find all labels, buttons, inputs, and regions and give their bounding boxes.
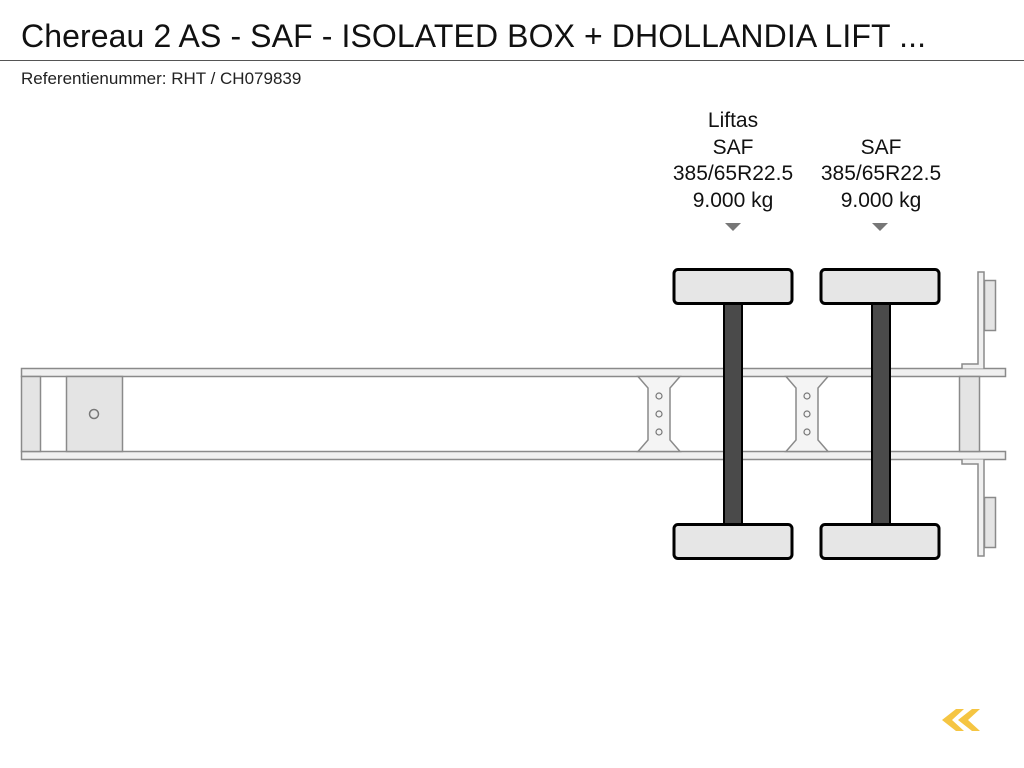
rear-light-left [983, 279, 997, 332]
axle-1-brand: SAF [712, 135, 754, 159]
axle-2-brand: SAF [860, 135, 902, 159]
triangle-down-icon [872, 223, 888, 231]
axle-1-tire: 385/65R22.5 [672, 162, 794, 185]
front-crossmember [20, 375, 42, 453]
axle-2-tire: 385/65R22.5 [820, 162, 942, 185]
suspension-bracket-2 [784, 375, 830, 453]
axle-1 [672, 268, 794, 560]
axle-1-type: Liftas [707, 109, 759, 132]
axle-2-load: 9.000 kg [840, 188, 922, 212]
axle-2-label: SAF 385/65R22.5 9.000 kg [806, 135, 956, 215]
axle-beam [723, 301, 743, 527]
axle-beam [871, 301, 891, 527]
axle-1-load: 9.000 kg [692, 188, 774, 212]
title-divider [0, 60, 1024, 61]
wheel-left [672, 268, 794, 305]
double-chevron-left-icon [942, 709, 980, 731]
kingpin-plate [65, 375, 124, 453]
rear-bumper [958, 271, 997, 557]
wheel-left [819, 268, 941, 305]
suspension-bracket-1 [636, 375, 682, 453]
kingpin-icon [88, 408, 100, 420]
triangle-down-icon [725, 223, 741, 231]
axle-1-label: Liftas SAF 385/65R22.5 9.000 kg [658, 108, 808, 214]
chassis-frame [20, 271, 1007, 557]
axle-2 [819, 268, 941, 560]
wheel-right [819, 523, 941, 560]
rear-light-right [983, 496, 997, 549]
reference-number: Referentienummer: RHT / CH079839 [21, 69, 302, 88]
page-title: Chereau 2 AS - SAF - ISOLATED BOX + DHOL… [21, 18, 927, 54]
wheel-right [672, 523, 794, 560]
